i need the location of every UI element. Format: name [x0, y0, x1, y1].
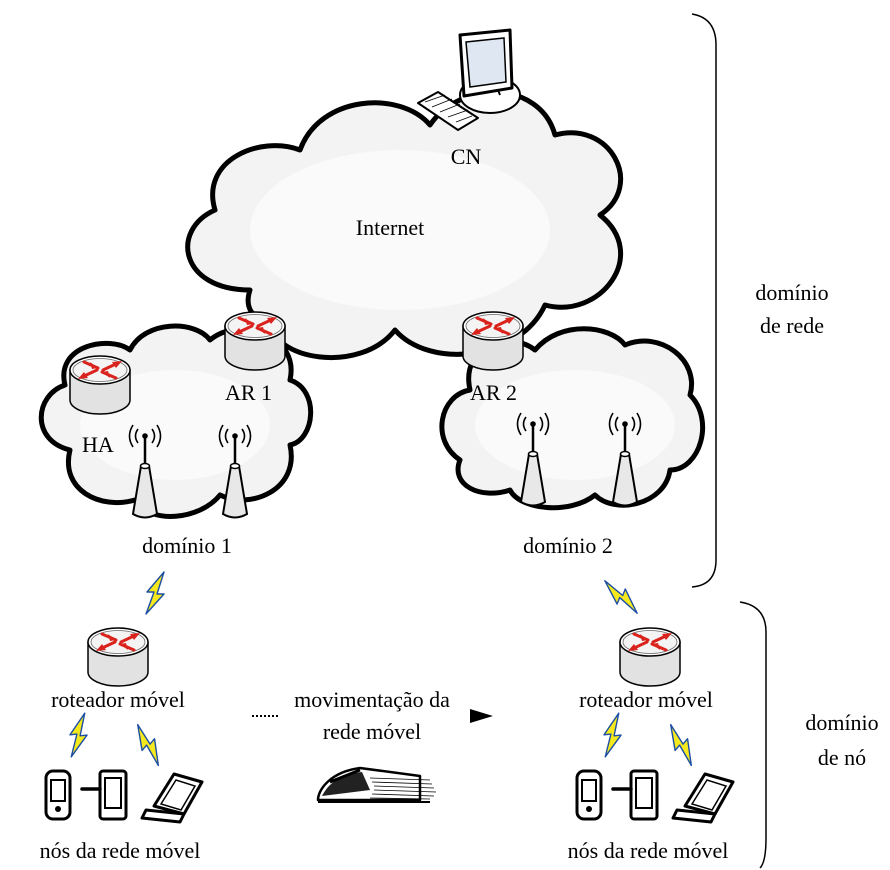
ar2-label: AR 2 — [470, 380, 517, 405]
pda-icon — [80, 769, 128, 821]
cn-label: CN — [451, 144, 482, 169]
network-domain-label-line2: de rede — [760, 313, 824, 338]
mobile-nodes-left-label: nós da rede móvel — [40, 838, 201, 863]
mobile-nodes-right-label: nós da rede móvel — [568, 838, 729, 863]
router-icon-ar1 — [223, 310, 287, 372]
node-domain-label-line1: domínio — [805, 710, 878, 735]
internet-label: Internet — [356, 215, 424, 240]
wireless-link-icon — [66, 712, 90, 758]
pda-icon — [611, 769, 659, 821]
wireless-link-icon — [597, 580, 645, 614]
laptop-icon — [671, 772, 735, 824]
node-domain-label-line2: de nó — [818, 745, 866, 770]
movement-label-line2: rede móvel — [323, 719, 421, 744]
network-domain-label-line1: domínio — [755, 280, 828, 305]
domain1-label: domínio 1 — [142, 533, 232, 558]
computer-icon — [417, 28, 521, 131]
router-icon-mobile-left — [86, 626, 150, 688]
internet-cloud — [185, 90, 623, 361]
router-icon-ar2 — [461, 310, 525, 372]
train-icon — [316, 766, 437, 803]
ar1-label: AR 1 — [225, 380, 272, 405]
smartphone-icon — [575, 769, 603, 821]
node-domain-brace — [739, 601, 767, 869]
wireless-link-icon — [125, 723, 171, 767]
wireless-link-icon — [600, 712, 624, 758]
movement-arrow — [252, 709, 493, 723]
movement-label-line1: movimentação da — [294, 687, 450, 712]
mobile-router-left-label: roteador móvel — [51, 687, 185, 712]
network-domain-brace — [691, 13, 717, 588]
ha-label: HA — [82, 432, 114, 457]
router-icon-ha — [68, 354, 132, 416]
laptop-icon — [140, 772, 204, 824]
mobile-router-right-label: roteador móvel — [579, 687, 713, 712]
domain2-label: domínio 2 — [523, 533, 613, 558]
smartphone-icon — [44, 769, 72, 821]
wireless-link-icon — [658, 723, 704, 767]
router-icon-mobile-right — [618, 626, 682, 688]
wireless-link-icon — [145, 571, 165, 615]
